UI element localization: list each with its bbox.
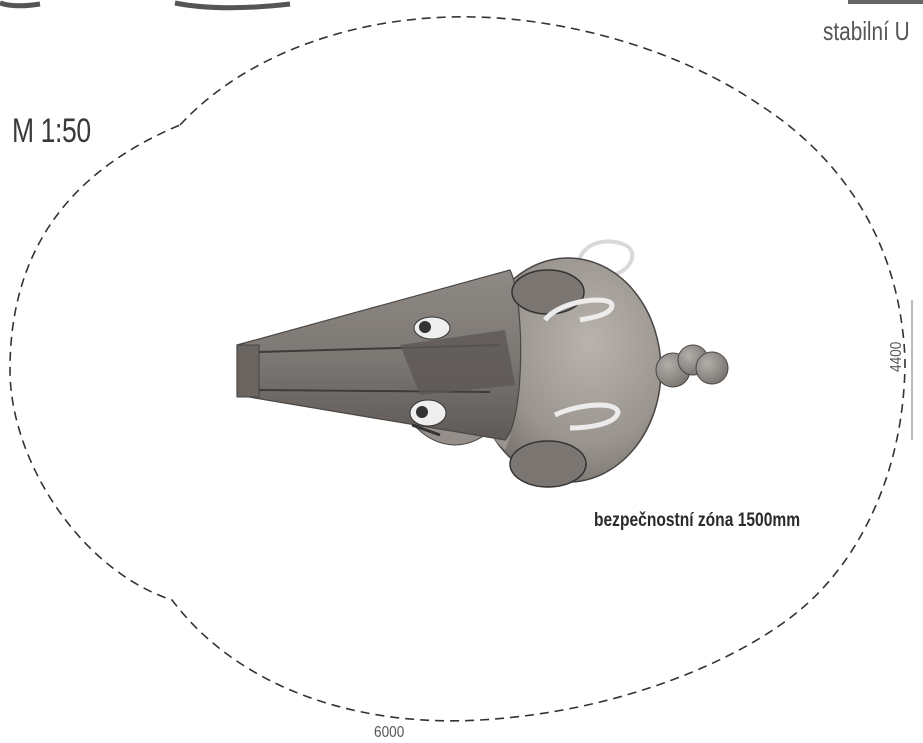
handle-bottom xyxy=(553,402,621,431)
safety-zone-label: bezpečnostní zóna 1500mm xyxy=(594,510,801,531)
cropped-top-right-element xyxy=(848,0,923,4)
elephant-eye-bottom xyxy=(409,399,447,427)
slide-trunk xyxy=(236,269,522,441)
height-dimension: 4400 xyxy=(888,341,905,372)
scale-label: M 1:50 xyxy=(12,112,91,150)
slide-end-cap xyxy=(236,344,260,398)
cropped-top-left-element xyxy=(0,0,41,9)
elephant-pupil-bottom xyxy=(416,406,428,418)
tail-ball-3 xyxy=(695,351,729,385)
rope-loop xyxy=(576,239,635,277)
safety-zone-outline xyxy=(9,16,906,722)
width-dimension: 6000 xyxy=(374,724,405,741)
slide-inner-ramp xyxy=(400,330,515,395)
handle-top xyxy=(543,297,615,323)
eye-lash-bottom xyxy=(411,423,441,437)
elephant-pupil-top xyxy=(419,321,431,333)
top-right-label: stabilní U xyxy=(823,16,910,46)
cropped-top-element xyxy=(174,0,291,11)
sphere-hole-top xyxy=(511,269,585,315)
sphere-hole-bottom xyxy=(509,440,587,488)
